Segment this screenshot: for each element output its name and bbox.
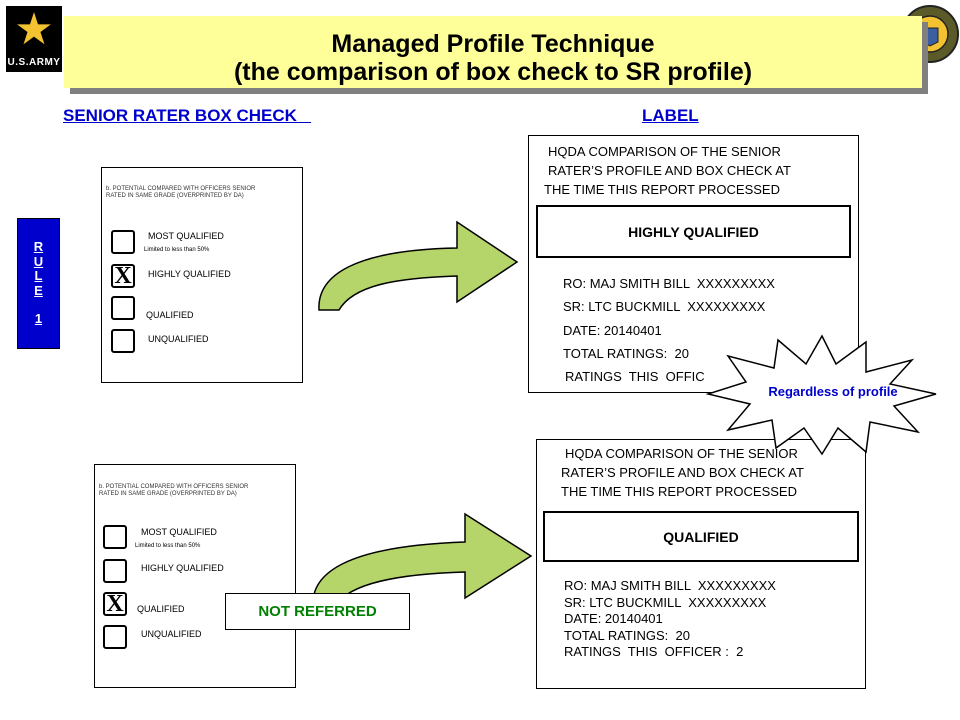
- most-qualified-checkbox[interactable]: [103, 525, 127, 549]
- highly-qualified-label: HIGHLY QUALIFIED: [148, 269, 231, 279]
- label-heading-line: THE TIME THIS REPORT PROCESSED: [561, 484, 797, 499]
- highly-qualified-checkbox[interactable]: X: [111, 264, 135, 288]
- rule-letter: R: [33, 239, 44, 255]
- rule-letter: L: [34, 268, 43, 284]
- unqualified-label: UNQUALIFIED: [148, 334, 209, 344]
- form-header-line: RATED IN SAME GRADE (OVERPRINTED BY DA): [106, 193, 244, 199]
- army-star-icon: ★: [14, 5, 54, 54]
- rule-letter: E: [34, 282, 43, 298]
- form-header-line: RATED IN SAME GRADE (OVERPRINTED BY DA): [99, 491, 237, 497]
- right-arrow-icon: [318, 220, 519, 311]
- ratings-this-officer-line: RATINGS THIS OFFIC: [565, 369, 705, 384]
- form-header-line: b. POTENTIAL COMPARED WITH OFFICERS SENI…: [106, 186, 256, 192]
- grade-box-highly-qualified: HIGHLY QUALIFIED: [536, 205, 851, 258]
- rater-line: RO: MAJ SMITH BILL XXXXXXXXX: [564, 578, 776, 593]
- grade-box-qualified: QUALIFIED: [543, 511, 859, 562]
- rater-line: RO: MAJ SMITH BILL XXXXXXXXX: [563, 276, 775, 291]
- check-x-mark: X: [106, 591, 124, 617]
- label-panel-bottom: HQDA COMPARISON OF THE SENIOR RATER’S PR…: [536, 439, 866, 689]
- regardless-of-profile-text: Regardless of profile: [768, 384, 898, 399]
- qualified-label: QUALIFIED: [137, 604, 185, 614]
- label-heading-line: RATER’S PROFILE AND BOX CHECK AT: [561, 465, 804, 480]
- starburst-callout-icon: [706, 334, 937, 456]
- not-referred-callout: NOT REFERRED: [225, 593, 410, 630]
- senior-rater-line: SR: LTC BUCKMILL XXXXXXXXX: [564, 595, 767, 610]
- total-ratings-line: TOTAL RATINGS: 20: [563, 346, 689, 361]
- most-qualified-label: MOST QUALIFIED: [141, 527, 217, 537]
- label-heading-line: HQDA COMPARISON OF THE SENIOR: [548, 144, 781, 159]
- senior-rater-box-check-heading: SENIOR RATER BOX CHECK: [63, 106, 312, 125]
- ratings-this-officer-line: RATINGS THIS OFFICER : 2: [564, 644, 744, 659]
- label-heading-line: HQDA COMPARISON OF THE SENIOR: [565, 446, 798, 461]
- most-qualified-label: MOST QUALIFIED: [148, 231, 224, 241]
- title-banner: Managed Profile Technique (the compariso…: [64, 16, 922, 88]
- army-logo: ★ U.S.ARMY: [6, 6, 62, 72]
- unqualified-checkbox[interactable]: [103, 625, 127, 649]
- rule-letter: U: [33, 253, 44, 269]
- qualified-label: QUALIFIED: [146, 310, 194, 320]
- senior-rater-form-bottom: b. POTENTIAL COMPARED WITH OFFICERS SENI…: [94, 464, 296, 688]
- highly-qualified-label: HIGHLY QUALIFIED: [141, 563, 224, 573]
- most-qualified-checkbox[interactable]: [111, 230, 135, 254]
- rule-number: 1: [34, 311, 43, 327]
- date-line: DATE: 20140401: [564, 611, 663, 626]
- label-heading: LABEL: [642, 106, 699, 125]
- senior-rater-form-top: b. POTENTIAL COMPARED WITH OFFICERS SENI…: [101, 167, 303, 383]
- form-header-line: b. POTENTIAL COMPARED WITH OFFICERS SENI…: [99, 484, 249, 490]
- label-panel-top: HQDA COMPARISON OF THE SENIOR RATER’S PR…: [528, 135, 859, 393]
- senior-rater-line: SR: LTC BUCKMILL XXXXXXXXX: [563, 299, 766, 314]
- limit-note: Limited to less than 50%: [144, 247, 210, 253]
- total-ratings-line: TOTAL RATINGS: 20: [564, 628, 690, 643]
- limit-note: Limited to less than 50%: [135, 543, 201, 549]
- check-x-mark: X: [114, 263, 132, 289]
- title-line-1: Managed Profile Technique: [331, 30, 655, 58]
- right-arrow-icon: [312, 512, 533, 607]
- label-heading-line: RATER’S PROFILE AND BOX CHECK AT: [548, 163, 791, 178]
- rule-1-box: R U L E 1: [17, 218, 60, 349]
- unqualified-checkbox[interactable]: [111, 329, 135, 353]
- title-line-2: (the comparison of box check to SR profi…: [233, 58, 753, 86]
- highly-qualified-checkbox[interactable]: [103, 559, 127, 583]
- army-brand-text: U.S.ARMY: [7, 57, 61, 68]
- qualified-checkbox[interactable]: X: [103, 592, 127, 616]
- unqualified-label: UNQUALIFIED: [141, 629, 202, 639]
- qualified-checkbox[interactable]: [111, 296, 135, 320]
- date-line: DATE: 20140401: [563, 323, 662, 338]
- label-heading-line: THE TIME THIS REPORT PROCESSED: [544, 182, 780, 197]
